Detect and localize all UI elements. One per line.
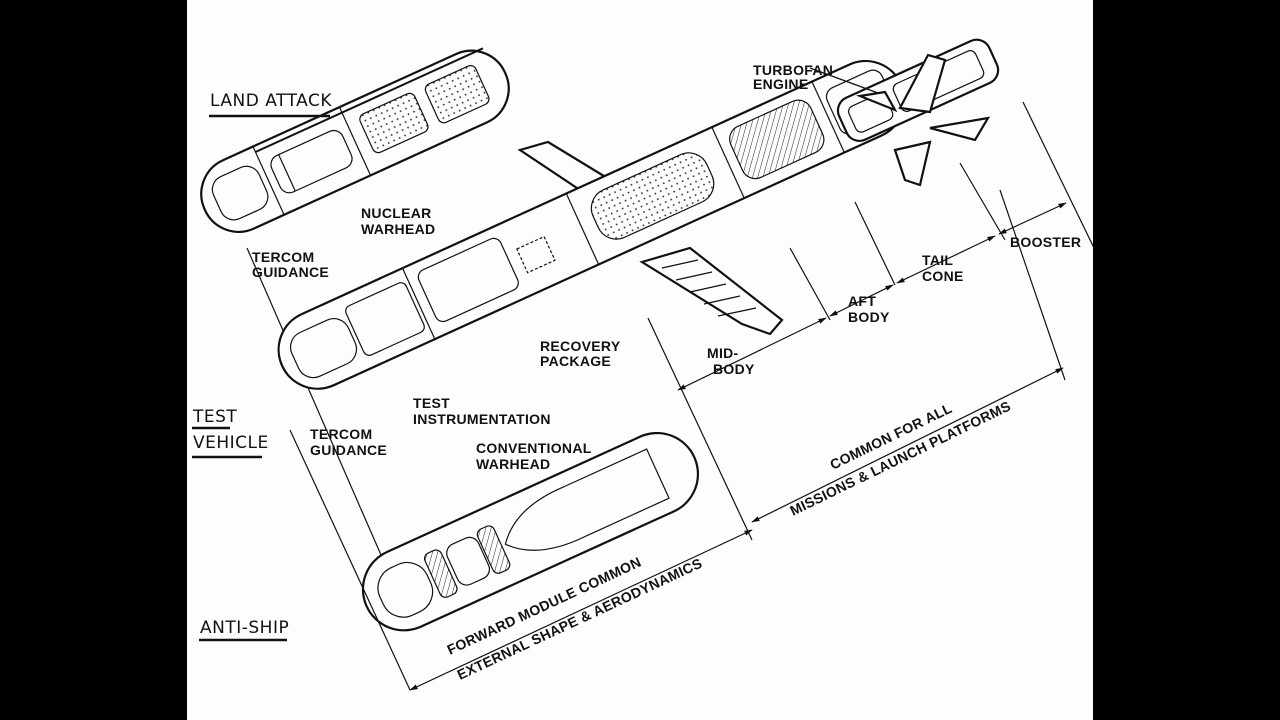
dimension-lines <box>289 67 1093 691</box>
vehicle-caption: VEHICLE <box>193 433 269 453</box>
recovery-package-label-1: RECOVERY <box>540 338 621 354</box>
test-caption: TEST <box>192 407 237 427</box>
tail-fin-lower <box>893 140 932 187</box>
turbofan-engine-label-1: TURBOFAN <box>753 62 833 78</box>
section-labels: MID- BODY AFT BODY TAIL CONE BOOSTER <box>707 234 1081 377</box>
aft-body-label-1: AFT <box>848 293 876 309</box>
recovery-package-label-2: PACKAGE <box>540 353 611 369</box>
tail-fin-left <box>855 90 898 113</box>
tail-fin-upper <box>898 53 947 114</box>
mid-body-label-1: MID- <box>707 345 739 361</box>
nuclear-warhead-label-2: WARHEAD <box>361 221 435 237</box>
missile-diagram: LAND ATTACK TEST VEHICLE ANTI-SHIP NUCLE… <box>192 38 1093 691</box>
tercom-guidance-2-label-2: GUIDANCE <box>310 442 387 458</box>
anti-ship-caption: ANTI-SHIP <box>200 618 289 638</box>
nuclear-warhead-label-1: NUCLEAR <box>361 205 432 221</box>
tail-cone-label-2: CONE <box>922 268 964 284</box>
tail-fin-side <box>929 116 991 142</box>
conventional-warhead-label-1: CONVENTIONAL <box>476 440 592 456</box>
tercom-guidance-2-label-1: TERCOM <box>310 426 372 442</box>
land-attack-caption: LAND ATTACK <box>210 91 332 111</box>
booster-label: BOOSTER <box>1010 234 1081 250</box>
conventional-warhead-label-2: WARHEAD <box>476 456 550 472</box>
test-instrumentation-label-1: TEST <box>413 395 450 411</box>
aft-body-label-2: BODY <box>848 309 890 325</box>
land-attack-module <box>200 47 510 611</box>
lower-wing <box>639 246 784 336</box>
turbofan-engine-label-2: ENGINE <box>753 76 808 92</box>
diagram-sheet: LAND ATTACK TEST VEHICLE ANTI-SHIP NUCLE… <box>187 0 1093 720</box>
tercom-guidance-1-label-1: TERCOM <box>252 249 314 265</box>
tercom-guidance-1-label-2: GUIDANCE <box>252 264 329 280</box>
variant-captions: LAND ATTACK TEST VEHICLE ANTI-SHIP <box>192 91 332 642</box>
tail-cone-label-1: TAIL <box>922 252 953 268</box>
mid-body-label-2: BODY <box>713 361 755 377</box>
component-labels: NUCLEAR WARHEAD TERCOM GUIDANCE RECOVERY… <box>252 62 833 472</box>
test-instrumentation-label-2: INSTRUMENTATION <box>413 411 551 427</box>
test-vehicle-missile <box>277 38 1000 390</box>
common-section-note-2: MISSIONS & LAUNCH PLATFORMS <box>787 398 1013 519</box>
